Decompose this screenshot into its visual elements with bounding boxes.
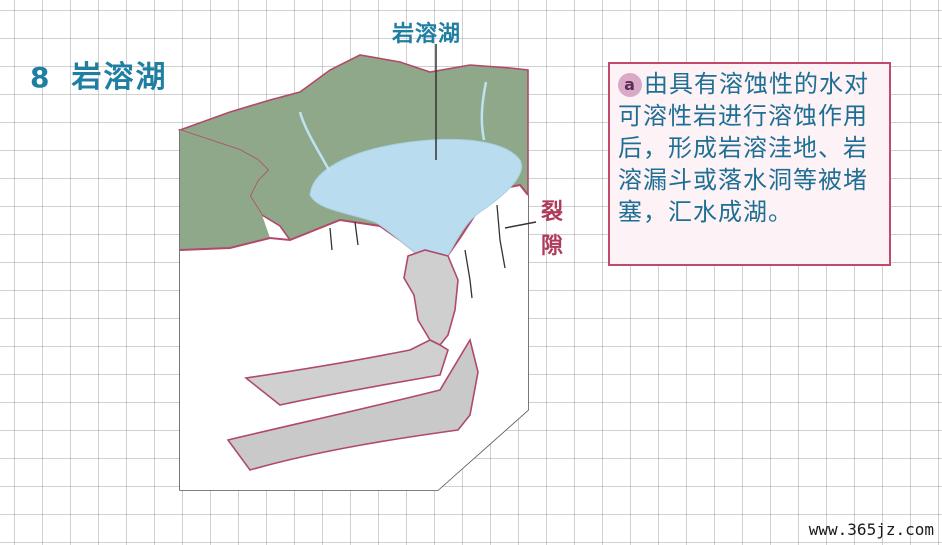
crack-4 (464, 249, 473, 299)
title-number: 8 (30, 61, 50, 94)
hill-left (180, 130, 270, 250)
fissure-label: 裂隙 (540, 200, 563, 259)
sinkhole-shaft (403, 249, 459, 347)
cave-passage-lower (226, 337, 479, 471)
crack-2 (354, 221, 359, 246)
crack-1 (329, 227, 333, 251)
stream-left (298, 111, 332, 173)
cave-passage-upper (244, 339, 449, 406)
fissure-pointer (504, 221, 537, 229)
title-text: 岩溶湖 (71, 60, 168, 95)
page-title: 8 岩溶湖 (30, 52, 167, 96)
stream-right (480, 81, 488, 141)
lake-label: 岩溶湖 (392, 22, 462, 47)
lake-water (309, 138, 523, 257)
note-text: 由具有溶蚀性的水对可溶性岩进行溶蚀作用后，形成岩溶洼地、岩溶漏斗或落水洞等被堵塞… (618, 70, 869, 226)
note-badge: a (618, 73, 642, 97)
watermark: www.365jz.com (808, 520, 934, 539)
crack-3 (496, 204, 506, 269)
